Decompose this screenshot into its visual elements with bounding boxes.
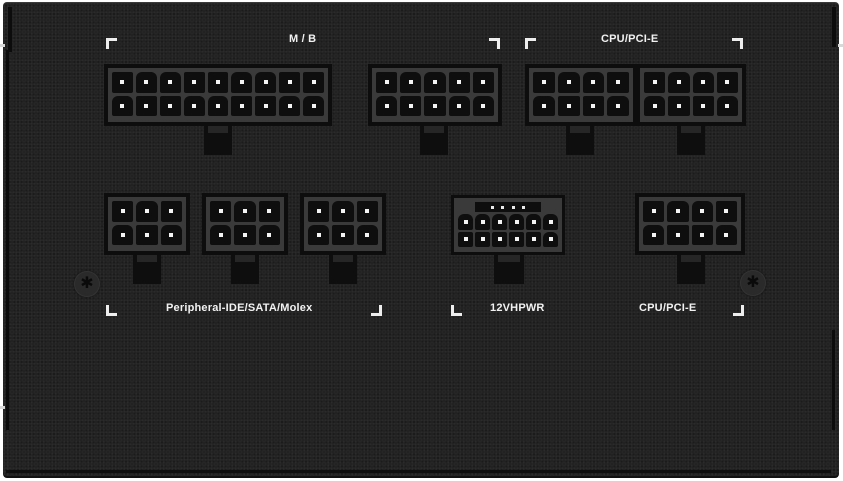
peripheral-6pin-connector-1[interactable] [104, 193, 190, 255]
bracket-corner [371, 305, 382, 316]
connector-latch [677, 126, 705, 155]
12vhpwr-connector[interactable] [451, 195, 565, 255]
bracket-corner [451, 305, 462, 316]
peripheral-6pin-connector-3[interactable] [300, 193, 386, 255]
connector-latch [133, 255, 161, 284]
connector-latch [420, 126, 448, 155]
cpu-pcie-top-label: CPU/PCI-E [601, 33, 659, 45]
bracket-corner [106, 305, 117, 316]
bracket-corner [733, 305, 744, 316]
panel-edge [832, 7, 836, 47]
panel-bottom-edge [6, 470, 831, 473]
bracket-corner [106, 38, 117, 49]
panel-edge [832, 330, 835, 430]
connector-latch [677, 255, 705, 284]
panel-edge-tick [0, 44, 5, 47]
sense-pins [475, 202, 541, 212]
connector-latch [231, 255, 259, 284]
mb-18pin-connector[interactable] [104, 64, 332, 126]
connector-latch [494, 255, 524, 284]
panel-edge [6, 50, 9, 430]
cpu-pcie-8pin-connector-3[interactable] [635, 193, 745, 255]
torx-screw-icon: ✱ [74, 271, 100, 297]
connector-latch [329, 255, 357, 284]
12vhpwr-label: 12VHPWR [490, 302, 545, 314]
mb-label: M / B [289, 33, 317, 45]
cpu-pcie-8pin-connector-1[interactable] [525, 64, 637, 126]
panel-edge [8, 7, 12, 52]
connector-latch [566, 126, 594, 155]
cpu-pcie-8pin-connector-2[interactable] [636, 64, 746, 126]
bracket-corner [489, 38, 500, 49]
torx-screw-icon: ✱ [740, 270, 766, 296]
panel-edge-tick [838, 44, 843, 47]
cpu-pcie-bottom-label: CPU/PCI-E [639, 302, 697, 314]
connector-latch [204, 126, 232, 155]
peripheral-6pin-connector-2[interactable] [202, 193, 288, 255]
panel-edge-tick [0, 406, 5, 409]
bracket-corner [732, 38, 743, 49]
mb-10pin-connector[interactable] [368, 64, 502, 126]
bracket-corner [525, 38, 536, 49]
peripheral-label: Peripheral-IDE/SATA/Molex [166, 302, 313, 314]
